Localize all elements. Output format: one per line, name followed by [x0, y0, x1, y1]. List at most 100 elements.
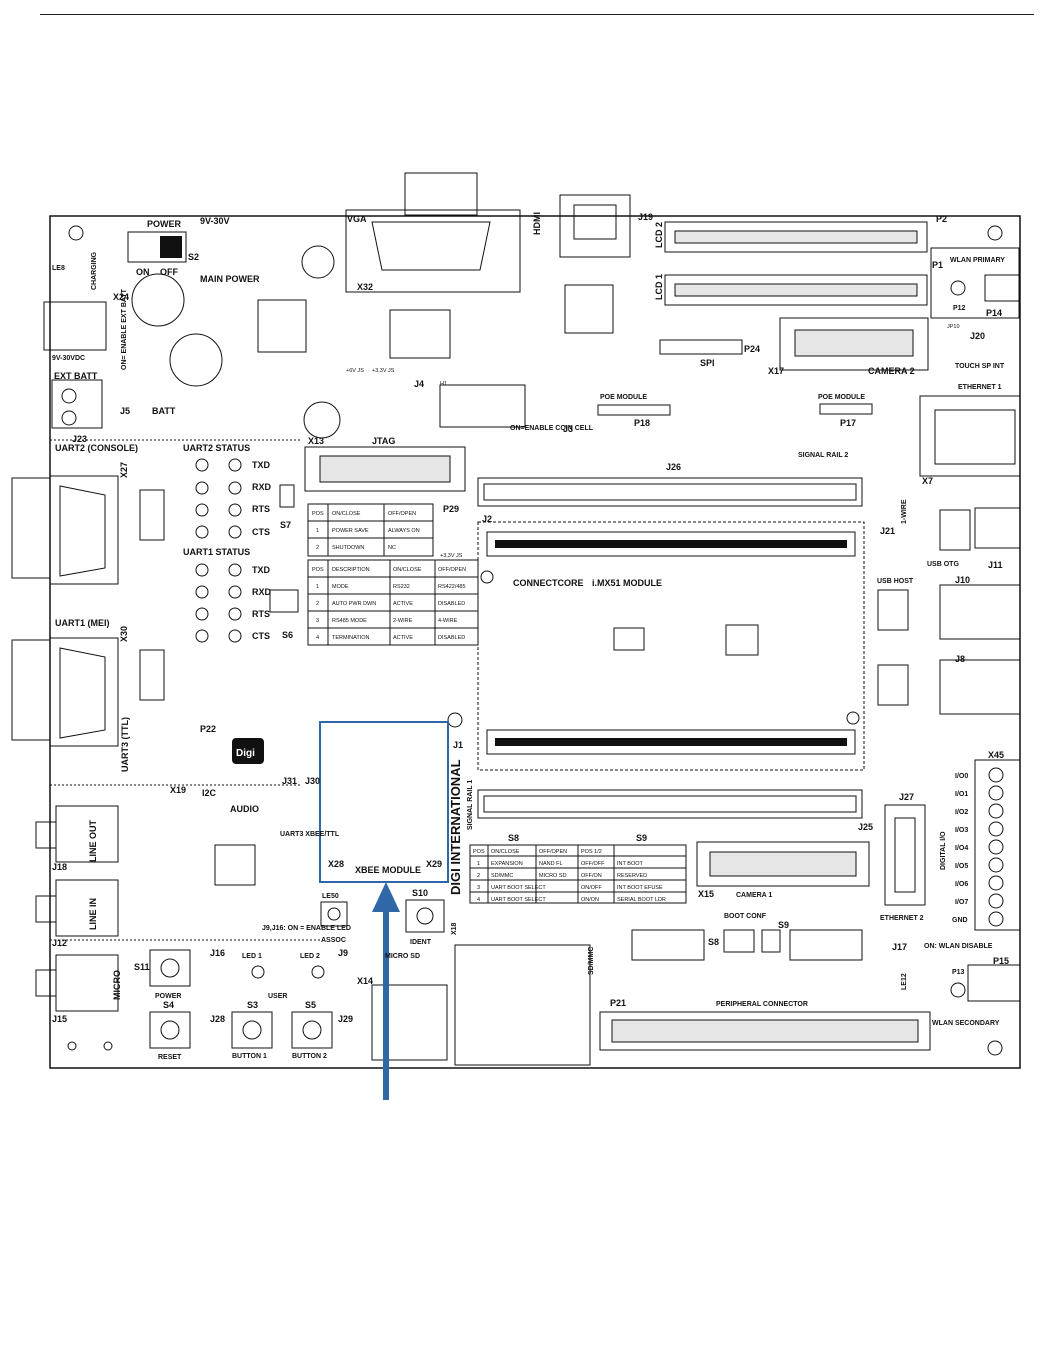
ethernet1-port	[934, 409, 1016, 465]
u3-chip	[725, 624, 759, 656]
power-switch-knob	[160, 236, 182, 258]
label-le12: LE12	[901, 973, 908, 990]
label-s8: S8	[708, 937, 719, 947]
label-led1: LED 1	[242, 953, 262, 960]
label-jtag: JTAG	[372, 436, 395, 446]
label-charging: CHARGING	[91, 251, 98, 290]
s8-r2-on: SD/MMC	[491, 873, 513, 879]
label-p18: P18	[634, 418, 650, 428]
label-ethernet2: ETHERNET 2	[880, 915, 924, 922]
uart1-led-2	[195, 585, 209, 599]
assoc-led	[327, 907, 341, 921]
label-j17: J17	[892, 942, 907, 952]
module-connector-top	[486, 531, 856, 557]
button2	[302, 1020, 322, 1040]
label-connectcore: CONNECTCORE	[513, 578, 584, 588]
label-p15: P15	[993, 956, 1009, 966]
label-s7: S7	[280, 520, 291, 530]
module-mount-2	[846, 711, 860, 725]
label-usb-host: USB HOST	[877, 578, 914, 585]
label-power-btn: POWER	[155, 993, 181, 1000]
uart2-led-7	[228, 503, 242, 517]
mount-hole-bl	[67, 1041, 77, 1051]
label-button1: BUTTON 1	[232, 1053, 267, 1060]
u45-chip	[564, 284, 614, 334]
s8-h-pos: POS	[473, 849, 485, 855]
label-s6: S6	[282, 630, 293, 640]
uart2-led-8	[228, 525, 242, 539]
micro-sd-slot	[371, 984, 448, 1061]
s6-h-off: OFF/OPEN	[438, 567, 466, 573]
label-s3: S3	[247, 1000, 258, 1010]
io-label-5: I/O5	[955, 863, 968, 870]
s9-r1-desc: INT BOOT	[617, 861, 644, 867]
io-label-2: I/O2	[955, 809, 968, 816]
label-j1: J1	[453, 740, 463, 750]
label-off: OFF	[160, 267, 178, 277]
label-s4: S4	[163, 1000, 174, 1010]
label-j15: J15	[52, 1014, 67, 1024]
c104-capacitor	[131, 273, 185, 327]
label-main-power: MAIN POWER	[200, 274, 260, 284]
label-j31: J31	[282, 776, 297, 786]
s7-r2-on: SHUTDOWN	[332, 545, 364, 551]
line-out-plug	[35, 821, 57, 849]
s7-h-pos: POS	[312, 511, 324, 517]
label-s9: S9	[778, 920, 789, 930]
digital-io-terminal	[974, 759, 1021, 931]
uart2-led-6	[228, 481, 242, 495]
label-touch: TOUCH SP INT	[955, 363, 1005, 370]
label-j23: J23	[72, 434, 87, 444]
poe-module-p17	[819, 403, 873, 415]
label-j8: J8	[955, 654, 965, 664]
label-micro-sd: MICRO SD	[385, 953, 420, 960]
c109-cap	[877, 664, 909, 706]
s9-r2-desc: RESERVED	[617, 873, 647, 879]
label-j28: J28	[210, 1014, 225, 1024]
label-s2: S2	[188, 252, 199, 262]
s8-title: S8	[508, 833, 519, 843]
label-x29: X29	[426, 859, 442, 869]
label-j25: J25	[858, 822, 873, 832]
usb-otg-port	[974, 507, 1021, 549]
s6-r2-pos: 2	[316, 601, 319, 607]
label-camera1: CAMERA 1	[736, 892, 772, 899]
label-button2: BUTTON 2	[292, 1053, 327, 1060]
label-x27: X27	[119, 462, 129, 478]
camera2-connector	[779, 317, 929, 371]
s8-r1-pos: 1	[477, 861, 480, 867]
hdmi-port	[573, 204, 617, 240]
label-wlan-secondary: WLAN SECONDARY	[932, 1020, 1000, 1027]
label-x28: X28	[328, 859, 344, 869]
label-s10: S10	[412, 888, 428, 898]
s7-h-off: OFF/OPEN	[388, 511, 416, 517]
u11-chip	[139, 649, 165, 701]
label-j21: J21	[880, 526, 895, 536]
uart1-led-3	[195, 607, 209, 621]
s8-r2-off: MICRO SD	[539, 873, 567, 879]
s6-r1-pos: 1	[316, 584, 319, 590]
label-h1: H1	[440, 381, 447, 387]
label-poe-module-2: POE MODULE	[818, 394, 865, 401]
led1	[251, 965, 265, 979]
vga-d-sub	[371, 221, 491, 271]
signal-rail-1-slot	[483, 795, 857, 813]
usb-j10-port	[939, 584, 1021, 640]
reset-button	[160, 1020, 180, 1040]
label-micro: MICRO	[112, 970, 122, 1000]
s8-r2-pos: 2	[477, 873, 480, 879]
label-user: USER	[268, 993, 287, 1000]
mount-hole-mid	[447, 712, 463, 728]
lcd2-connector	[664, 221, 928, 253]
label-digital-io: DIGITAL I/O	[940, 831, 947, 870]
ethernet2-port	[894, 817, 916, 893]
uart2-led-3	[195, 503, 209, 517]
label-lcd1: LCD 1	[654, 274, 664, 300]
s8-r1-off: NAND FL	[539, 861, 563, 867]
s6-r1-desc: MODE	[332, 584, 349, 590]
s6-r4-desc: TERMINATION	[332, 635, 370, 641]
label-uart1-status: UART1 STATUS	[183, 547, 250, 557]
module-connector-bottom	[486, 729, 856, 755]
signal-rail-2-slot	[483, 483, 857, 501]
io-label-3: I/O3	[955, 827, 968, 834]
